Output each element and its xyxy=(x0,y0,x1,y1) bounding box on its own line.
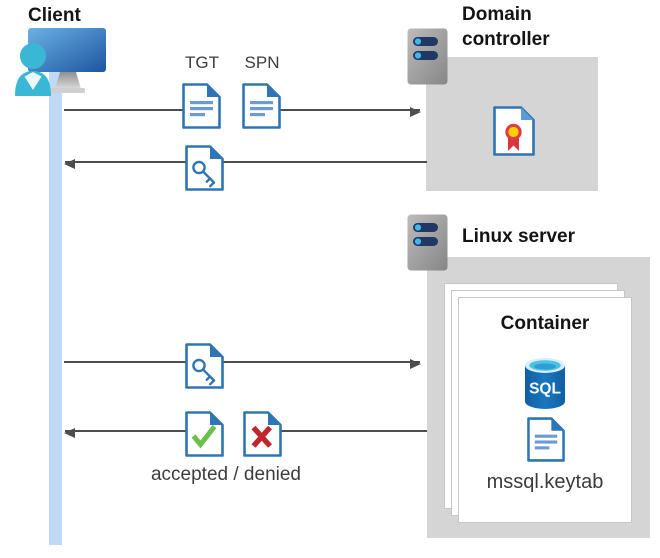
accepted-document-icon xyxy=(185,411,224,457)
arrow-linux-to-client xyxy=(64,428,187,438)
accepted-denied-caption: accepted / denied xyxy=(150,464,301,485)
key-document-icon xyxy=(185,145,224,191)
container-page-front xyxy=(458,297,632,523)
denied-document-icon xyxy=(243,411,282,457)
container-label: Container xyxy=(500,313,590,334)
arrow-client-to-dc-segment xyxy=(64,109,184,111)
client-label: Client xyxy=(28,5,81,26)
arrow-client-to-linux xyxy=(64,359,421,369)
tgt-label: TGT xyxy=(185,53,219,72)
arrow-dc-to-client xyxy=(64,159,427,169)
sql-database-icon: SQL xyxy=(525,358,565,409)
keytab-file-label: mssql.keytab xyxy=(486,471,604,493)
linux-server-label: Linux server xyxy=(462,226,575,247)
domain-controller-label: Domain controller xyxy=(462,4,550,51)
key-document-icon xyxy=(185,343,224,389)
arrowhead-right-icon xyxy=(410,359,421,369)
domain-controller-server-icon xyxy=(407,28,448,85)
linux-server-server-icon xyxy=(407,214,448,271)
arrowhead-left-icon xyxy=(64,428,75,438)
arrow-linux-to-client-segment xyxy=(278,430,427,432)
arrow-client-to-dc xyxy=(278,107,421,117)
arrowhead-right-icon xyxy=(410,107,421,117)
sql-text: SQL xyxy=(529,381,561,398)
spn-document-icon xyxy=(242,83,281,129)
spn-label: SPN xyxy=(244,53,280,72)
client-lifeline xyxy=(49,70,62,545)
arrowhead-left-icon xyxy=(64,159,75,169)
tgt-document-icon xyxy=(182,83,221,129)
client-user-monitor-icon xyxy=(15,28,106,96)
keytab-document-icon xyxy=(527,417,565,462)
certificate-icon xyxy=(493,106,535,156)
